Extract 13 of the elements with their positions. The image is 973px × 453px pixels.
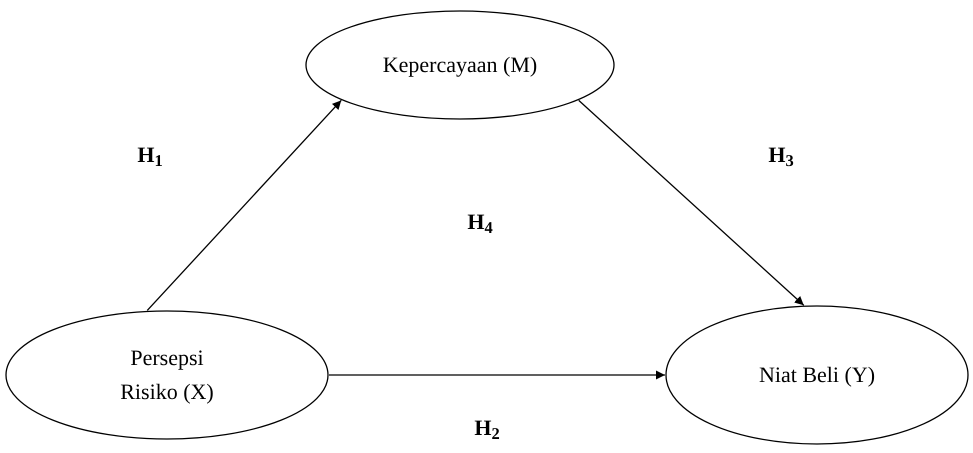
ellipse-node — [665, 305, 969, 445]
node-label: Persepsi Risiko (X) — [119, 344, 215, 406]
hypothesis-label: H$_{1}$ — [137, 144, 163, 166]
arrow — [578, 100, 804, 306]
ellipse-node — [5, 310, 329, 440]
hypothesis-label: H$_{3}$ — [768, 144, 794, 166]
hypothesis-label: H$_{4}$ — [467, 211, 493, 233]
node-label: Kepercayaan (M) — [382, 51, 538, 79]
ellipse-node — [305, 10, 615, 120]
node-label: Niat Beli (Y) — [758, 361, 876, 389]
arrow — [146, 100, 342, 311]
hypothesis-label: H$_{2}$ — [474, 417, 500, 439]
arrow — [329, 370, 665, 380]
